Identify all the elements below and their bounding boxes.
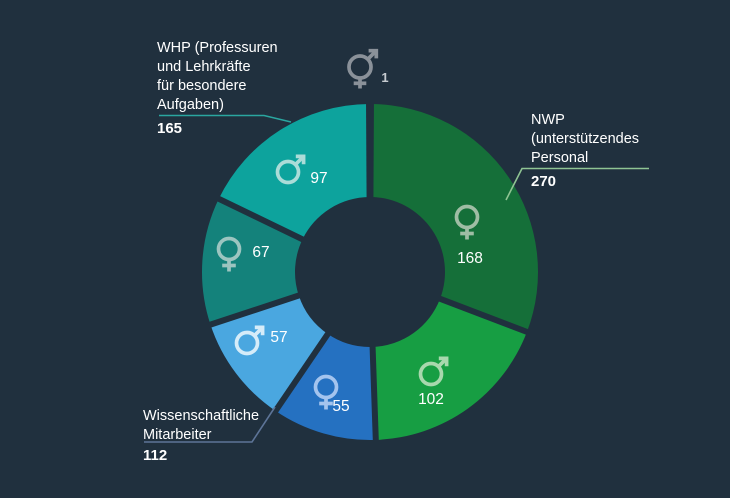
- callout-wm-line: Mitarbeiter: [143, 427, 212, 443]
- segment-value: 57: [270, 329, 287, 346]
- segment-divider: [366, 101, 373, 200]
- leader-lines-layer: [144, 114, 649, 443]
- callout-nwp-line: Personal: [531, 150, 589, 166]
- leader-line-nwp: [505, 167, 649, 201]
- female-icon: [216, 236, 242, 272]
- male-icon: [234, 325, 265, 356]
- callout-whp-line: Aufgaben): [157, 97, 224, 113]
- segment-whp-male: [218, 104, 370, 240]
- segment-dividers-layer: [207, 101, 530, 443]
- callout-wm-total: 112: [143, 447, 168, 464]
- segment-value: 97: [310, 170, 327, 187]
- segment-divider: [271, 330, 332, 415]
- male-icon: [418, 356, 449, 387]
- segment-divider: [215, 195, 306, 243]
- leader-line-whp: [159, 114, 292, 123]
- callout-whp-line: WHP (Professuren: [157, 40, 278, 56]
- female-icon: [313, 374, 339, 410]
- callout-nwp: NWP (unterstützendes Personal 270: [531, 111, 639, 191]
- callout-whp: WHP (Professuren und Lehrkräfte für beso…: [157, 39, 278, 138]
- diverse-annotation-layer: 1: [347, 48, 389, 89]
- segment-nwp-female: [370, 104, 539, 332]
- segment-divider: [207, 292, 302, 329]
- segment-value: 67: [252, 244, 269, 261]
- segment-wm-female: [275, 334, 376, 440]
- callout-nwp-line: NWP: [531, 112, 565, 128]
- callout-nwp-line: (unterstützendes: [531, 131, 640, 147]
- segment-nwp-male: [372, 298, 527, 440]
- segment-value: 55: [332, 398, 349, 415]
- callout-nwp-total: 270: [531, 173, 557, 190]
- female-icon: [454, 204, 480, 240]
- callout-whp-line: und Lehrkräfte: [157, 59, 251, 75]
- donut-segments-layer: 168 102 55 57 67 97: [201, 104, 539, 440]
- leader-line-wm: [144, 406, 276, 443]
- callout-wissenschaftliche-mitarbeiter: Wissenschaftliche Mitarbeiter 112: [143, 407, 259, 465]
- male-female-icon: [347, 48, 379, 89]
- callout-whp-total: 165: [157, 120, 183, 137]
- male-icon: [275, 154, 306, 185]
- segment-divider: [369, 344, 379, 443]
- segment-value: 168: [457, 250, 483, 267]
- segment-wm-male: [210, 295, 328, 411]
- segment-value: 102: [418, 391, 444, 408]
- diverse-segment-value: 1: [381, 70, 388, 85]
- callout-whp-line: für besondere: [157, 78, 247, 94]
- callout-wm-line: Wissenschaftliche: [143, 408, 260, 424]
- gender-icons-layer: [216, 154, 480, 410]
- segment-divider: [437, 295, 530, 336]
